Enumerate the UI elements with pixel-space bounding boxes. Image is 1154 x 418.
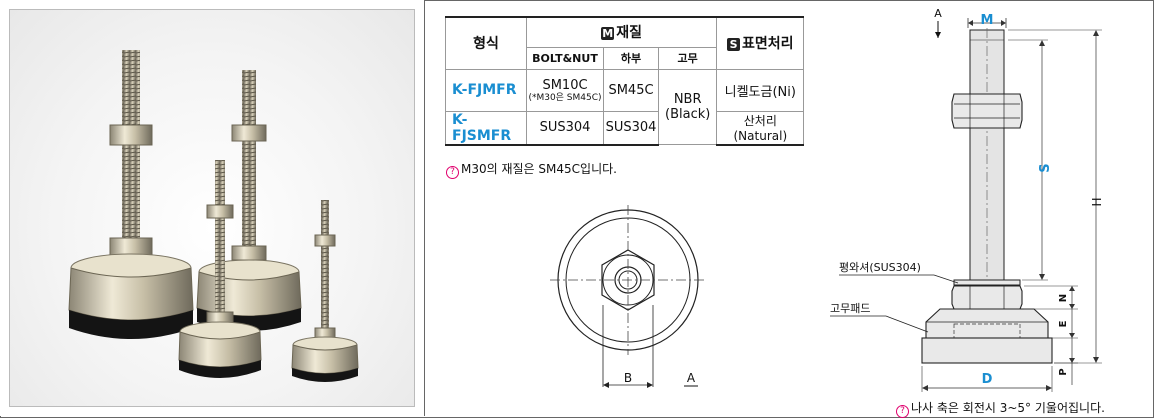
header-surface-label: 표면처리 bbox=[742, 36, 794, 53]
tilt-note-text: 나사 축은 회전시 3~5° 기울어집니다. bbox=[911, 401, 1105, 415]
row-code: K-FJMFR bbox=[445, 68, 527, 112]
row-code: K-FJSMFR bbox=[445, 110, 527, 146]
material-badge: M bbox=[601, 27, 615, 41]
material-note: ?M30의 재질은 SM45C입니다. bbox=[446, 160, 617, 179]
leveling-feet-illustration bbox=[68, 50, 359, 382]
note-icon: ? bbox=[896, 405, 909, 418]
bolt-note: (*M30은 SM45C) bbox=[528, 92, 602, 103]
row-rubber: NBR (Black) bbox=[657, 68, 718, 145]
material-note-text: M30의 재질은 SM45C입니다. bbox=[461, 162, 617, 176]
header-material-label: 재질 bbox=[616, 25, 643, 42]
row-bolt: SUS304 bbox=[526, 110, 604, 146]
product-photo bbox=[9, 9, 415, 407]
dim-m-label: M bbox=[981, 13, 994, 28]
tilt-note: ?나사 축은 회전시 3~5° 기울어집니다. bbox=[896, 399, 1105, 418]
product-photo-panel bbox=[0, 0, 425, 416]
surface-badge: S bbox=[727, 38, 741, 52]
section-a-marker: A bbox=[934, 7, 942, 20]
col-bolt-nut: BOLT&NUT bbox=[526, 46, 604, 70]
dim-n-label: N bbox=[1058, 294, 1069, 302]
row-lower: SM45C bbox=[603, 68, 659, 112]
washer-label: 평와셔(SUS304) bbox=[839, 261, 921, 274]
dim-e-label: E bbox=[1058, 320, 1069, 327]
row-lower: SUS304 bbox=[603, 110, 659, 146]
col-lower: 하부 bbox=[603, 46, 659, 70]
dim-b-label: B bbox=[624, 371, 632, 385]
row-bolt: SM10C(*M30은 SM45C) bbox=[526, 68, 604, 112]
section-a-label: A bbox=[687, 371, 696, 385]
note-icon: ? bbox=[446, 166, 459, 179]
pad-label: 고무패드 bbox=[830, 302, 870, 315]
side-view-drawing: A M S H N E P D 평와셔(SUS304) bbox=[830, 7, 1104, 392]
row-surface: 산처리(Natural) bbox=[716, 110, 805, 146]
row-surface: 니켈도금(Ni) bbox=[716, 68, 805, 112]
dim-s-label: S bbox=[1038, 163, 1053, 172]
top-view-drawing: B A bbox=[550, 205, 706, 388]
bolt-material: SM10C bbox=[542, 77, 588, 93]
dim-d-label: D bbox=[982, 372, 993, 387]
dim-h-label: H bbox=[1090, 197, 1104, 206]
col-rubber: 고무 bbox=[657, 46, 718, 70]
dim-p-label: P bbox=[1058, 368, 1069, 375]
header-type: 형식 bbox=[445, 16, 527, 70]
